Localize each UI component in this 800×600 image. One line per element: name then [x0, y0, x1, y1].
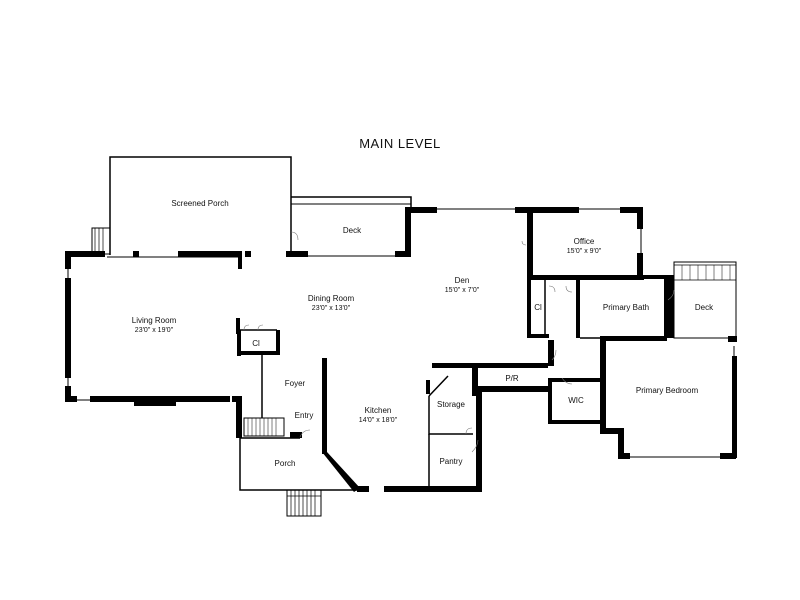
room-name: Cl — [252, 339, 260, 348]
room-dimensions: 14'0" x 18'0" — [359, 417, 398, 424]
room-name: Primary Bedroom — [636, 386, 699, 395]
room-labels: Screened Porch Deck Office 15'0" x 9'0" … — [132, 199, 714, 468]
room-name: WIC — [568, 396, 584, 405]
room-name: Screened Porch — [171, 199, 228, 208]
room-name: Porch — [275, 459, 296, 468]
plan-title: MAIN LEVEL — [359, 136, 441, 151]
room-name: Pantry — [439, 457, 462, 466]
room-name: Foyer — [285, 379, 306, 388]
door-swings — [243, 231, 675, 453]
room-dimensions: 23'0" x 13'0" — [312, 305, 351, 312]
room-name: Deck — [695, 303, 714, 312]
room-name: Office — [574, 237, 595, 246]
room-dimensions: 15'0" x 9'0" — [567, 248, 602, 255]
room-dimensions: 15'0" x 7'0" — [445, 287, 480, 294]
room-name: Primary Bath — [603, 303, 649, 312]
room-name: Storage — [437, 400, 466, 409]
room-dimensions: 23'0" x 19'0" — [135, 327, 174, 334]
room-name: Den — [455, 276, 470, 285]
room-name: Living Room — [132, 316, 177, 325]
room-name: Kitchen — [365, 406, 392, 415]
thick-walls — [65, 207, 737, 492]
room-name: Entry — [295, 411, 314, 420]
room-name: P/R — [505, 374, 519, 383]
room-name: Dining Room — [308, 294, 355, 303]
room-name: Deck — [343, 226, 362, 235]
room-name: Cl — [534, 303, 542, 312]
